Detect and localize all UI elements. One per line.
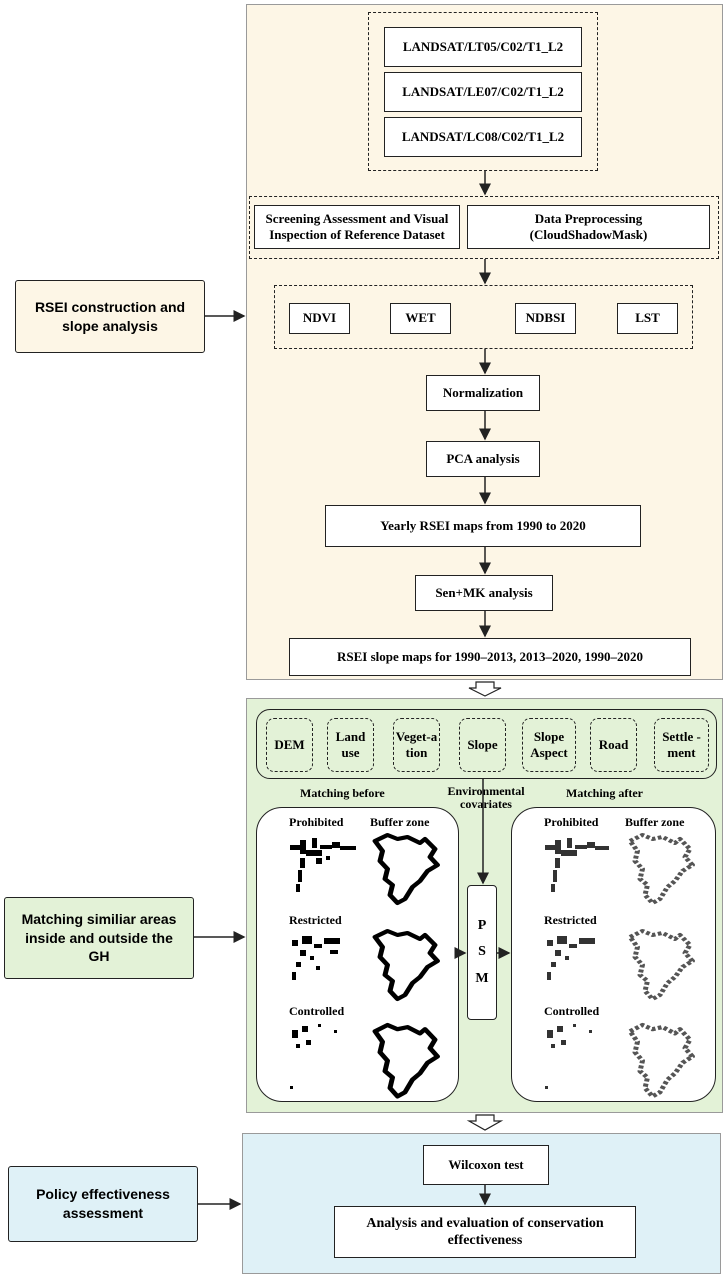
- block-arrow-1: [468, 681, 502, 697]
- preprocessing-title: Data Preprocessing: [534, 210, 643, 226]
- psm-box: P S M: [467, 885, 497, 1020]
- index-wet: WET: [390, 303, 451, 334]
- side-rsei-construction: RSEI construction and slope analysis: [15, 280, 205, 353]
- block-arrow-2: [466, 1114, 504, 1131]
- normalization-box: Normalization: [426, 375, 540, 411]
- covariate-dem: DEM: [266, 718, 313, 772]
- covariate-slope: Slope: [459, 718, 506, 772]
- covariates-frame: [256, 709, 717, 779]
- matching-before-label: Matching before: [300, 786, 385, 800]
- psm-letter-p: P: [477, 917, 487, 933]
- covariate-land-use: Land use: [327, 718, 374, 772]
- environmental-covariates-label: Environmental covariates: [447, 784, 525, 812]
- side-policy: Policy effectiveness assessment: [8, 1166, 198, 1242]
- before-prohibited-label: Prohibited: [289, 815, 344, 829]
- before-restricted-map: [292, 936, 340, 980]
- after-prohibited-label: Prohibited: [544, 815, 599, 829]
- covariate-road: Road: [590, 718, 637, 772]
- preprocessing-subtitle: (CloudShadowMask): [529, 227, 648, 242]
- landsat-le07: LANDSAT/LE07/C02/T1_L2: [384, 72, 582, 112]
- after-buffer-label: Buffer zone: [625, 815, 685, 829]
- after-restricted-map: [547, 936, 595, 980]
- after-restricted-label: Restricted: [544, 913, 597, 927]
- before-buffer-label: Buffer zone: [370, 815, 430, 829]
- landsat-lc08: LANDSAT/LC08/C02/T1_L2: [384, 117, 582, 157]
- wilcoxon-box: Wilcoxon test: [423, 1145, 549, 1185]
- screening-box: Screening Assessment and Visual Inspecti…: [254, 205, 460, 249]
- preprocessing-group: [249, 196, 719, 259]
- yearly-rsei-box: Yearly RSEI maps from 1990 to 2020: [325, 505, 641, 547]
- covariate-settlement: Settle -ment: [654, 718, 709, 772]
- psm-letter-s: S: [478, 944, 486, 960]
- senmk-box: Sen+MK analysis: [415, 575, 553, 611]
- conservation-analysis-box: Analysis and evaluation of conservation …: [334, 1206, 636, 1258]
- indices-group: [274, 285, 693, 349]
- before-prohibited-map: [290, 838, 356, 892]
- before-controlled-label: Controlled: [289, 1004, 345, 1018]
- index-ndvi: NDVI: [289, 303, 350, 334]
- before-restricted-label: Restricted: [289, 913, 342, 927]
- side-matching-areas: Matching similiar areas inside and outsi…: [4, 897, 194, 979]
- matching-after-label: Matching after: [566, 786, 643, 800]
- data-preprocessing-box: Data Preprocessing (CloudShadowMask): [467, 205, 710, 249]
- slope-maps-box: RSEI slope maps for 1990–2013, 2013–2020…: [289, 638, 691, 676]
- index-ndbsi: NDBSI: [515, 303, 576, 334]
- matching-after-panel: [511, 807, 716, 1102]
- landsat-lt05: LANDSAT/LT05/C02/T1_L2: [384, 27, 582, 67]
- covariate-vegetation: Veget-a tion: [393, 718, 440, 772]
- after-controlled-label: Controlled: [544, 1004, 600, 1018]
- before-controlled-map: [290, 1024, 337, 1089]
- psm-letter-m: M: [475, 970, 489, 986]
- after-controlled-map: [545, 1024, 592, 1089]
- covariate-slope-aspect: Slope Aspect: [522, 718, 576, 772]
- pca-box: PCA analysis: [426, 441, 540, 477]
- landsat-group: [368, 12, 598, 171]
- index-lst: LST: [617, 303, 678, 334]
- after-prohibited-map: [545, 838, 609, 892]
